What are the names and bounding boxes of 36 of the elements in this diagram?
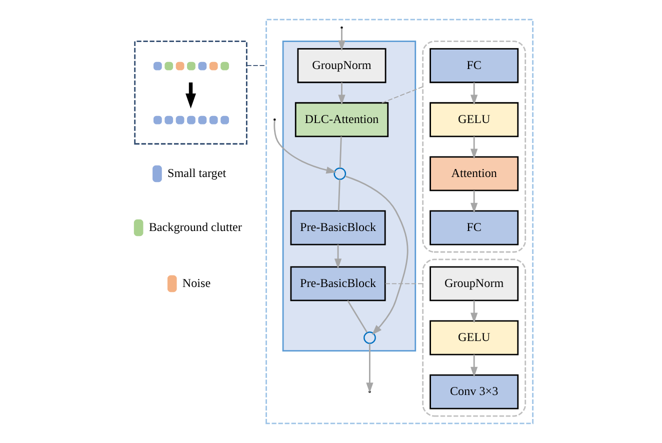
node-box: Conv 3×3	[429, 374, 518, 410]
connector	[246, 65, 266, 66]
legend-label: Small target	[166, 166, 226, 180]
connector	[346, 300, 368, 333]
arrow	[470, 82, 478, 105]
node-box: Pre-BasicBlock	[290, 210, 386, 246]
cluster	[422, 40, 526, 253]
node-box: GroupNorm	[429, 266, 518, 302]
node-circle	[333, 168, 346, 180]
arrow	[185, 82, 196, 109]
node-box: GroupNorm	[296, 48, 386, 84]
arrow	[338, 82, 345, 105]
connector	[337, 179, 340, 211]
arrow	[273, 120, 336, 174]
connector	[338, 136, 342, 168]
arrow	[470, 300, 478, 324]
cluster	[422, 258, 526, 417]
node-box: DLC-Attention	[294, 102, 388, 138]
arrow	[338, 28, 345, 51]
cluster	[265, 18, 534, 424]
cluster	[134, 40, 247, 145]
node-box: FC	[429, 48, 518, 84]
legend-label: Background clutter	[148, 220, 242, 234]
legend-label: Noise	[182, 276, 210, 290]
arrow	[344, 176, 408, 335]
arrow	[334, 244, 342, 269]
node-box: Pre-BasicBlock	[290, 266, 386, 302]
arrow	[470, 354, 478, 378]
node-box: FC	[429, 210, 518, 246]
arrow	[470, 190, 478, 214]
node-box: GELU	[429, 320, 518, 356]
node-circle	[363, 332, 376, 344]
node-box: GELU	[429, 102, 518, 138]
connector	[384, 283, 423, 284]
arrow	[470, 136, 478, 160]
node-box: Attention	[429, 156, 518, 192]
